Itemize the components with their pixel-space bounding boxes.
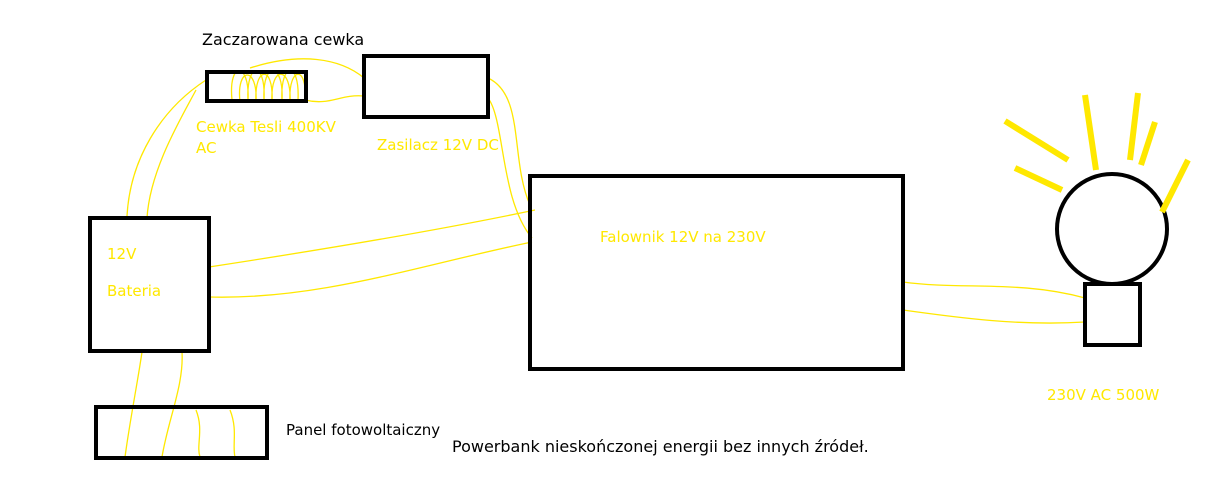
inverter-label: Falownik 12V na 230V [600,228,766,246]
light-ray [1159,158,1191,214]
battery-box [88,216,211,353]
lamp-rating-label: 230V AC 500W [1047,386,1160,404]
panel-wire [195,409,201,458]
tesla-coil-label-line2: AC [196,139,217,157]
light-ray [1138,121,1158,166]
power-supply-box [362,54,490,119]
panel-to-battery-wire [124,351,143,458]
light-ray [1082,94,1099,171]
lamp-bulb [1055,172,1169,286]
panel-to-battery-wire [161,351,183,458]
inverter-to-lamp-wire [902,281,1086,299]
light-ray [1003,118,1070,163]
battery-to-coil-wire [126,79,207,217]
lamp-rays [1003,92,1191,214]
inverter-box [528,174,905,371]
panel-wire [229,409,236,458]
battery-to-inverter-wire [208,209,536,268]
solar-panel-label: Panel fotowoltaiczny [286,421,441,439]
wires [124,58,1086,458]
light-ray [1013,165,1064,193]
tesla-coil-box [205,70,308,103]
power-supply-to-inverter-wire [487,97,533,239]
coil-to-power-supply-wire [304,95,365,103]
solar-panel-box [94,405,269,460]
battery-label: Bateria [107,282,162,300]
power-supply-label: Zasilacz 12V DC [377,136,499,154]
lamp-base [1083,282,1142,347]
coil-to-power-supply-wire [249,58,365,79]
inverter-to-lamp-wire [902,309,1086,324]
caption: Powerbank nieskończonej energii bez inny… [452,437,869,456]
tesla-coil-label: Cewka Tesli 400KV [196,118,336,136]
battery-to-coil-wire [146,89,197,219]
battery-voltage-label: 12V [107,245,137,263]
battery-to-inverter-wire [208,241,533,298]
magic-coil-label: Zaczarowana cewka [202,30,365,49]
light-ray [1127,92,1141,161]
power-supply-to-inverter-wire [487,77,531,206]
coil-winding [230,70,299,101]
components [88,54,1169,460]
